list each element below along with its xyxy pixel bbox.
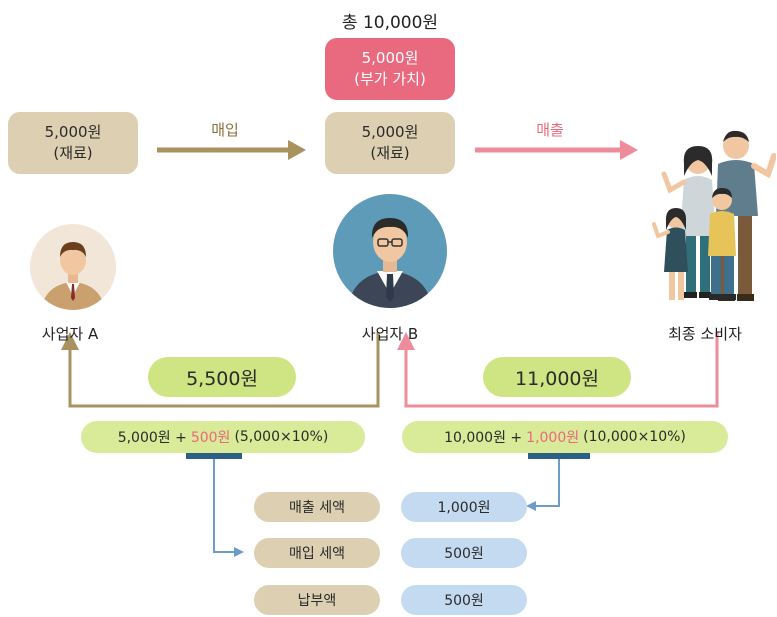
payment-arrow-ab	[61, 332, 380, 408]
summary-payment-value: 500원	[401, 585, 527, 615]
payment-ab-pill: 5,500원	[148, 357, 296, 397]
purchase-label: 매입	[211, 121, 239, 139]
calc-a-tax: 500원	[190, 430, 231, 446]
summary-sales-tax-label: 매출 세액	[254, 492, 380, 522]
summary-purchase-tax-label: 매입 세액	[254, 538, 380, 568]
tax-marker-a	[186, 453, 242, 459]
calc-b-base: 10,000원 +	[444, 430, 523, 446]
summary-sales-tax-value: 1,000원	[401, 492, 527, 522]
boy-figure	[708, 188, 736, 300]
value-added-caption: (부가 가치)	[354, 70, 426, 88]
mother-figure	[661, 146, 716, 298]
total-label: 총 10,000원	[341, 13, 439, 33]
material-box-a: 5,000원 (재료)	[8, 112, 138, 174]
calc-b-note: (10,000×10%)	[583, 429, 686, 445]
material-a-caption: (재료)	[53, 144, 93, 162]
summary-purchase-tax-value: 500원	[401, 538, 527, 568]
value-added-box: 5,000원 (부가 가치)	[325, 38, 455, 100]
family-illustration	[652, 130, 776, 301]
value-added-amount: 5,000원	[361, 49, 419, 67]
calc-a-note: (5,000×10%)	[234, 429, 329, 445]
tax-marker-b	[528, 453, 590, 459]
payment-arrow-bc	[397, 332, 719, 408]
business-a-label: 사업자 A	[41, 325, 99, 343]
material-box-b: 5,000원 (재료)	[325, 112, 455, 174]
material-b-amount: 5,000원	[361, 123, 419, 141]
link-arrow-purchase-tax	[213, 459, 244, 557]
material-a-amount: 5,000원	[44, 123, 102, 141]
payment-bc-pill: 11,000원	[483, 357, 631, 397]
business-b-avatar	[333, 194, 447, 308]
calc-b-pill: 10,000원 + 1,000원 (10,000×10%)	[402, 421, 728, 453]
consumer-label: 최종 소비자	[668, 325, 742, 343]
business-b-label: 사업자 B	[361, 325, 419, 343]
business-a-avatar	[30, 224, 116, 310]
calc-a-pill: 5,000원 + 500원 (5,000×10%)	[81, 421, 365, 453]
sales-arrow	[475, 140, 638, 160]
purchase-arrow	[157, 140, 306, 160]
girl-figure	[652, 208, 688, 300]
material-b-caption: (재료)	[370, 144, 410, 162]
summary-payment-label: 납부액	[254, 585, 380, 615]
calc-a-base: 5,000원 +	[117, 430, 187, 446]
link-arrow-sales-tax	[526, 459, 560, 511]
calc-b-tax: 1,000원	[526, 430, 580, 446]
sales-label: 매출	[536, 121, 564, 139]
